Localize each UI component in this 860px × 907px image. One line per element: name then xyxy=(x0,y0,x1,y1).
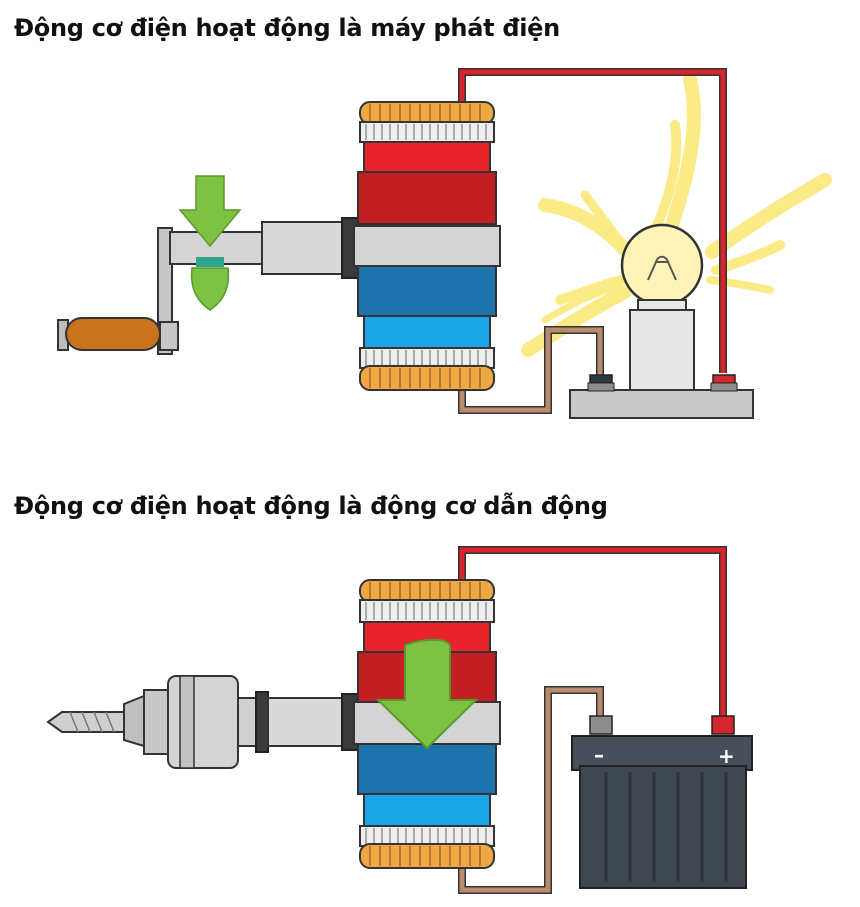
drive-motor xyxy=(353,579,501,869)
motor-diagram: – + xyxy=(46,546,753,894)
motor-shaft xyxy=(267,697,343,747)
motor-panel: Động cơ điện hoạt động là động cơ dẫn độ… xyxy=(0,490,860,907)
battery-icon: – + xyxy=(571,715,753,889)
drill-bit-icon xyxy=(46,711,125,733)
motor-title: Động cơ điện hoạt động là động cơ dẫn độ… xyxy=(14,492,608,520)
drill-chuck xyxy=(123,675,269,769)
generator-diagram xyxy=(57,68,832,419)
green-arrow-icon xyxy=(375,638,479,750)
green-arrow-icon xyxy=(178,175,242,311)
battery-minus-sign: – xyxy=(594,743,604,767)
generator-title: Động cơ điện hoạt động là máy phát điện xyxy=(14,14,560,42)
bulb-base-plate xyxy=(569,389,754,419)
battery-plus-sign: + xyxy=(718,744,735,768)
generator-motor xyxy=(353,101,501,391)
light-bulb-icon xyxy=(620,223,704,391)
generator-panel: Động cơ điện hoạt động là máy phát điện xyxy=(0,0,860,450)
light-glow xyxy=(521,73,832,357)
crank-handle-icon xyxy=(57,227,179,355)
